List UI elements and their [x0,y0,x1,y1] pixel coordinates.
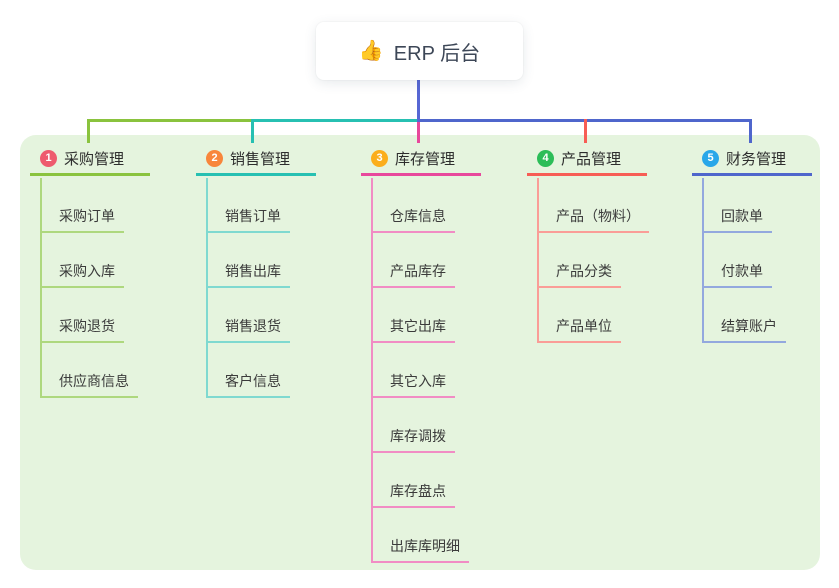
child-node[interactable]: 采购退货 [42,288,138,343]
branch-number-badge: 1 [40,149,57,167]
child-node[interactable]: 其它入库 [373,343,469,398]
branch-node: 1 采购管理采购订单采购入库采购退货供应商信息 [30,143,150,398]
child-label: 采购订单 [42,206,124,233]
branch-header[interactable]: 2 销售管理 [196,143,316,176]
child-label: 客户信息 [208,371,290,398]
branch-node: 5 财务管理回款单付款单结算账户 [692,143,812,343]
root-title: ERP 后台 [393,42,481,65]
branch-title: 库存管理 [395,150,456,168]
child-node[interactable]: 产品库存 [373,233,469,288]
branch-number-badge: 2 [206,149,223,167]
branch-title: 产品管理 [561,150,622,168]
child-node[interactable]: 产品（物料） [539,178,649,233]
child-node[interactable]: 库存盘点 [373,453,469,508]
branch-children: 产品（物料） 产品分类产品单位 [537,178,649,343]
child-node[interactable]: 产品单位 [539,288,649,343]
branch-children: 仓库信息产品库存其它出库其它入库库存调拨库存盘点出库库明细 [371,178,469,563]
branch-drop-line [251,119,254,143]
branch-header[interactable]: 4 产品管理 [527,143,647,176]
child-label: 仓库信息 [373,206,455,233]
branch-children: 回款单付款单结算账户 [702,178,786,343]
child-label: 采购入库 [42,261,124,288]
branch-drop-line [749,119,752,143]
branch-number-badge: 4 [537,149,554,167]
branch-drop-line [417,122,420,143]
child-label: 供应商信息 [42,371,138,398]
child-node[interactable]: 采购入库 [42,233,138,288]
branch-node: 2 销售管理销售订单销售出库销售退货客户信息 [196,143,316,398]
child-node[interactable]: 采购订单 [42,178,138,233]
child-label: 销售出库 [208,261,290,288]
child-node[interactable]: 付款单 [704,233,786,288]
branch-title: 销售管理 [230,150,291,168]
child-node[interactable]: 回款单 [704,178,786,233]
child-label: 其它入库 [373,371,455,398]
child-label: 其它出库 [373,316,455,343]
branch-children: 采购订单采购入库采购退货供应商信息 [40,178,138,398]
child-label: 销售订单 [208,206,290,233]
branch-title: 财务管理 [726,150,787,168]
branch-number-badge: 3 [371,149,388,167]
branch-node: 3 库存管理仓库信息产品库存其它出库其它入库库存调拨库存盘点出库库明细 [361,143,481,563]
child-label: 结算账户 [704,316,786,343]
child-node[interactable]: 仓库信息 [373,178,469,233]
child-label: 产品单位 [539,316,621,343]
child-label: 产品库存 [373,261,455,288]
child-label: 付款单 [704,261,772,288]
branches-panel [20,135,820,570]
rail-segment [252,119,419,122]
child-node[interactable]: 销售订单 [208,178,290,233]
branch-drop-line [87,119,90,143]
child-node[interactable]: 出库库明细 [373,508,469,563]
branch-title: 采购管理 [64,150,125,168]
child-label: 产品（物料） [539,206,649,233]
branch-header[interactable]: 5 财务管理 [692,143,812,176]
root-stem-line [417,80,420,122]
child-label: 库存盘点 [373,481,455,508]
child-node[interactable]: 结算账户 [704,288,786,343]
child-node[interactable]: 销售退货 [208,288,290,343]
branch-header[interactable]: 1 采购管理 [30,143,150,176]
child-node[interactable]: 库存调拨 [373,398,469,453]
child-node[interactable]: 客户信息 [208,343,290,398]
child-label: 销售退货 [208,316,290,343]
child-node[interactable]: 销售出库 [208,233,290,288]
branch-drop-line [584,119,587,143]
child-label: 产品分类 [539,261,621,288]
child-node[interactable]: 其它出库 [373,288,469,343]
child-label: 采购退货 [42,316,124,343]
branch-header[interactable]: 3 库存管理 [361,143,481,176]
child-label: 库存调拨 [373,426,455,453]
child-label: 出库库明细 [373,536,469,563]
branch-number-badge: 5 [702,149,719,167]
child-node[interactable]: 供应商信息 [42,343,138,398]
thumbs-up-icon: 👍 [358,40,384,62]
child-label: 回款单 [704,206,772,233]
rail-segment [88,119,254,122]
branch-node: 4 产品管理产品（物料） 产品分类产品单位 [527,143,649,343]
branch-children: 销售订单销售出库销售退货客户信息 [206,178,290,398]
child-node[interactable]: 产品分类 [539,233,649,288]
root-node[interactable]: 👍 ERP 后台 [316,22,523,80]
